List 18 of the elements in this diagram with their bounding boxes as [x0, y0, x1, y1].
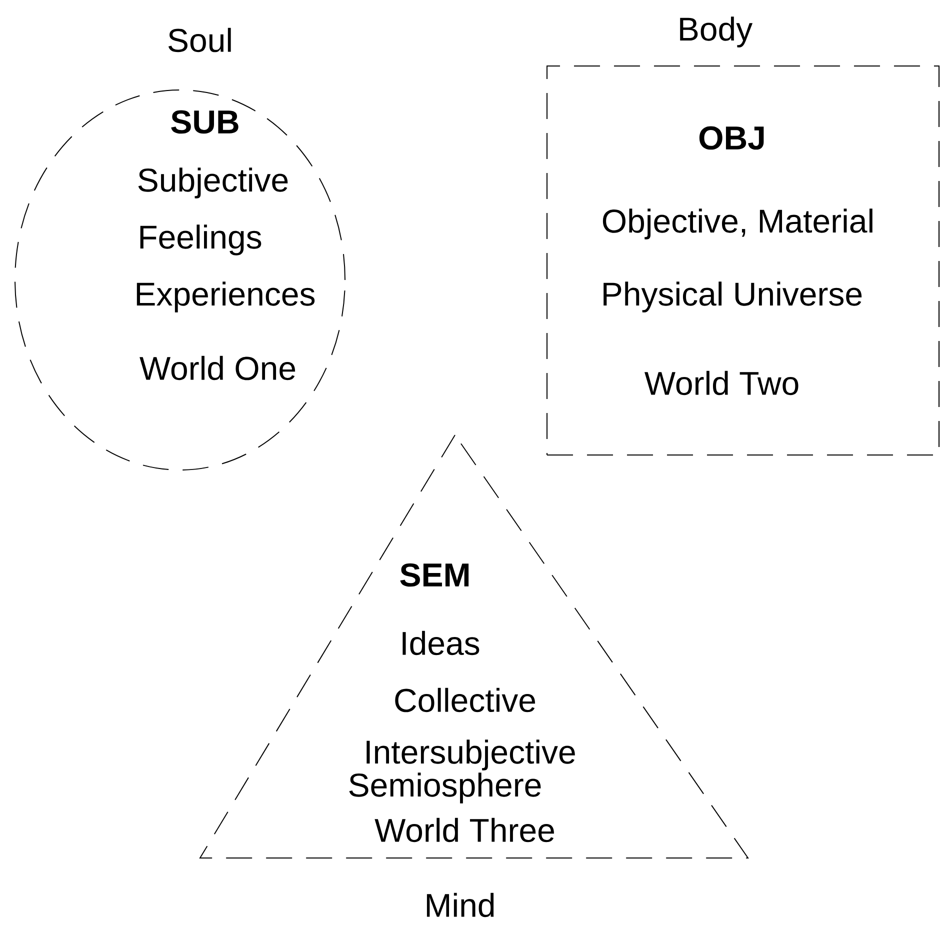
- label-text: Intersubjective: [366, 740, 575, 770]
- label-text: Feelings: [140, 224, 262, 256]
- caption-text: Mind: [426, 892, 494, 918]
- heading: SEM: [400, 563, 469, 587]
- heading: OBJ: [699, 126, 764, 150]
- heading: SUB: [171, 110, 238, 134]
- label-text: World One: [140, 356, 296, 380]
- label-text: Semiosphere: [349, 772, 541, 804]
- caption-text: Soul: [168, 28, 231, 52]
- label-text: Subjective: [138, 168, 288, 198]
- label-text: Collective: [395, 688, 536, 712]
- label-text: World Three: [374, 818, 554, 842]
- label-text: Ideas: [402, 630, 480, 656]
- label-text: Objective, Material: [602, 208, 872, 240]
- caption-text: Body: [680, 16, 753, 48]
- label-text: World Two: [644, 370, 798, 396]
- label-text: Physical Universe: [604, 282, 862, 312]
- label-text: Experiences: [136, 282, 315, 312]
